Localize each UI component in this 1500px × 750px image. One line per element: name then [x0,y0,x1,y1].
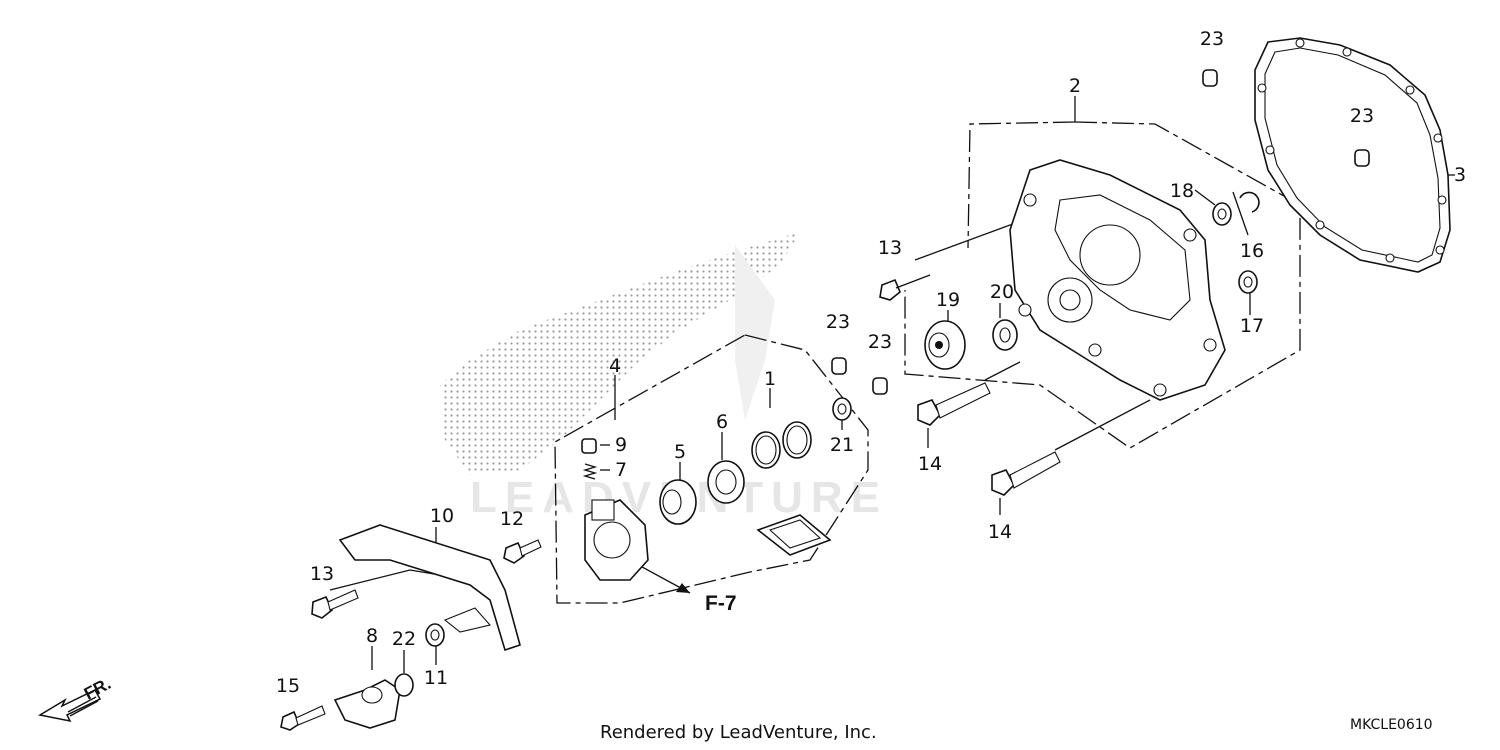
callout-4: 4 [609,355,621,377]
callout-21: 21 [830,434,854,456]
callout-23-gasket: 23 [1350,105,1374,127]
oil-seal [992,319,1018,351]
o-ring [782,421,812,459]
callout-6: 6 [716,411,728,433]
oil-seal [1238,270,1258,294]
callout-23-top: 23 [1200,28,1224,50]
footer-credit: Rendered by LeadVenture, Inc. [600,722,877,743]
cover-assembly-outline-right [904,121,1301,449]
flange-bolt [311,589,359,619]
flange-bolt [879,274,931,301]
callout-23-left: 23 [826,311,850,333]
callout-3: 3 [1454,164,1466,186]
callout-13-cover: 13 [878,237,902,259]
flange-bolt [280,705,326,731]
cover-gasket-inner [1264,47,1441,263]
callout-17: 17 [1240,315,1264,337]
callout-14-lower: 14 [988,521,1012,543]
callout-11: 11 [424,667,448,689]
cover-assembly-outline [967,121,1076,249]
bearing [1212,202,1232,226]
callout-19: 19 [936,289,960,311]
callout-5: 5 [674,441,686,463]
callout-7: 7 [615,459,627,481]
callout-16: 16 [1240,240,1264,262]
callout-15: 15 [276,675,300,697]
callout-22: 22 [392,628,416,650]
engine-side-cover [1009,159,1226,401]
hose-bracket [338,524,521,652]
water-pump-body [584,499,649,581]
dowel-pin [1202,69,1218,87]
relief-valve-cap [581,438,597,454]
dowel-pin [1354,149,1370,167]
callout-13-bracket: 13 [310,563,334,585]
reference-label: F-7 [705,592,737,615]
pump-rotor [659,479,697,525]
gasket-bolt-holes [1257,38,1447,263]
callout-12: 12 [500,508,524,530]
pump-assembly-outline [554,334,869,604]
callout-14-upper: 14 [918,453,942,475]
callout-20: 20 [990,281,1014,303]
callout-1: 1 [764,368,776,390]
dowel-pin [872,377,888,395]
pump-seal [707,460,745,504]
callout-23-right: 23 [868,331,892,353]
callout-8: 8 [366,625,378,647]
o-ring [394,673,414,697]
collar [832,397,852,421]
dowel-pin [831,357,847,375]
snap-ring [1239,191,1260,213]
watermark-logo: LEADVENTURE [440,232,880,522]
ball-bearing [924,320,966,370]
collar [425,623,445,647]
callout-9: 9 [615,434,627,456]
callout-2: 2 [1069,75,1081,97]
o-ring [751,431,781,469]
diagram-code: MKCLE0610 [1350,717,1433,733]
callout-10: 10 [430,505,454,527]
callout-18: 18 [1170,180,1194,202]
flange-bolt [503,539,542,564]
flange-bolt [917,382,991,426]
front-arrow-icon: FR. [37,674,114,723]
spring [582,463,598,480]
flange-bolt [991,451,1061,496]
filter-element [756,514,832,556]
speed-sensor [333,679,401,729]
